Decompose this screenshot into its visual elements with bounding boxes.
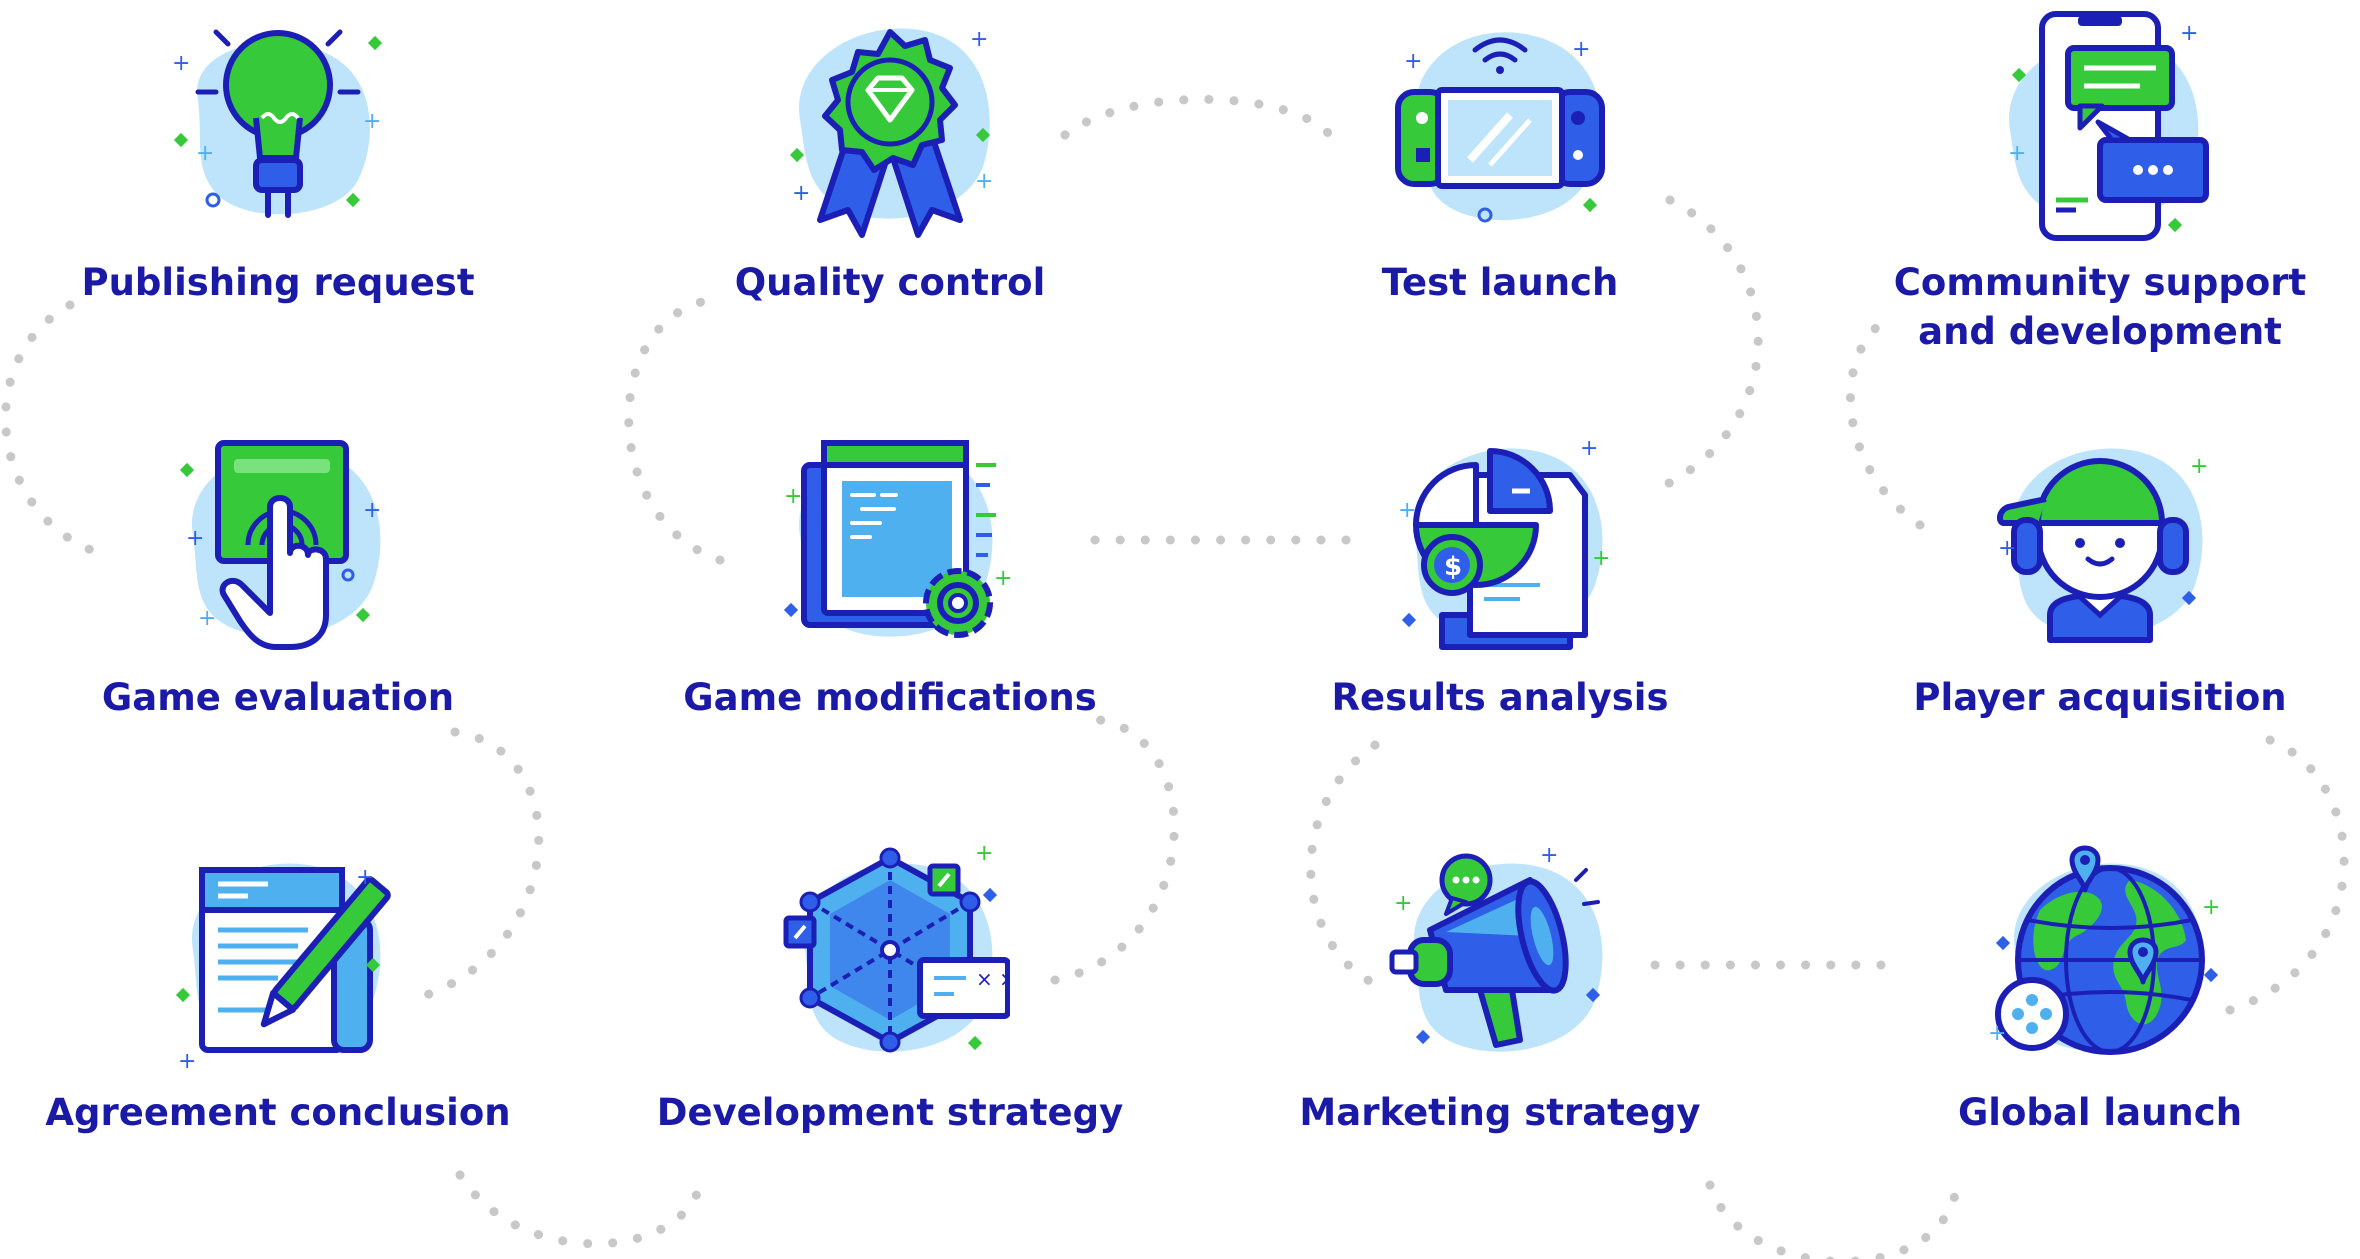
svg-text:+: + [363, 498, 381, 523]
connector-agreement-to-development [455, 1170, 705, 1249]
globe-pins-icon: + + [1988, 845, 2220, 1055]
step-label: Community support and development [1893, 261, 2307, 353]
svg-text:+: + [784, 484, 802, 509]
contract-pen-icon: + + [175, 863, 391, 1074]
megaphone-icon: + + [1389, 843, 1603, 1052]
step-marketing-strategy: + + Marketing strategy [1200, 840, 1800, 1137]
svg-text:+: + [792, 181, 810, 206]
step-game-modifications: + + Game modifications [590, 425, 1190, 722]
handheld-console-icon: + + [1395, 32, 1605, 223]
connector-publishing-to-evaluation [1, 300, 110, 560]
step-label: Test launch [1381, 261, 1619, 304]
connector-global-loop [1705, 1180, 1960, 1259]
step-publishing-request: + + + Publishing request [0, 10, 578, 307]
step-player-acquisition: + + Player acquisition [1800, 425, 2360, 722]
lightbulb-icon: + + + [172, 29, 383, 218]
svg-text:+: + [1404, 49, 1422, 74]
svg-text:+: + [1540, 843, 1558, 868]
svg-text:+: + [356, 865, 374, 890]
svg-text:+: + [1998, 536, 2016, 561]
step-label: Publishing request [81, 261, 475, 304]
svg-text:+: + [1988, 1021, 2006, 1046]
step-label: Quality control [734, 261, 1046, 304]
code-window-gear-icon: + + [783, 440, 1010, 638]
connector-modifications-to-quality [624, 295, 725, 565]
step-label: Results analysis [1331, 676, 1669, 719]
svg-text:+: + [2202, 895, 2220, 920]
step-game-evaluation: + + + Game evaluation [0, 425, 578, 722]
award-ribbon-icon: + + + [789, 27, 993, 238]
svg-text:+: + [198, 606, 216, 631]
svg-text:+: + [994, 566, 1010, 591]
step-quality-control: + + + Quality control [590, 10, 1190, 307]
step-development-strategy: × × + Development strategy [590, 840, 1190, 1137]
step-results-analysis: $ + + + Results analysis [1200, 425, 1800, 722]
svg-text:+: + [1398, 498, 1416, 523]
svg-text:+: + [1592, 546, 1610, 571]
step-agreement-conclusion: + + Agreement conclusion [0, 840, 578, 1137]
svg-text:+: + [2190, 454, 2208, 479]
step-community-support: + + Community support and development [1800, 10, 2360, 356]
svg-text:+: + [1572, 37, 1590, 62]
connector-test-to-results [1650, 195, 1763, 495]
step-label: Game modifications [683, 676, 1097, 719]
svg-text:+: + [363, 109, 381, 134]
network-hexagon-icon: × × + [783, 841, 1010, 1053]
step-label: Agreement conclusion [45, 1091, 511, 1134]
step-label: Marketing strategy [1299, 1091, 1701, 1134]
svg-text:+: + [186, 526, 204, 551]
svg-text:+: + [178, 1049, 196, 1074]
step-label: Development strategy [656, 1091, 1124, 1134]
step-label: Player acquisition [1913, 676, 2287, 719]
svg-text:+: + [2180, 21, 2198, 46]
pie-chart-report-icon: $ + + + [1398, 436, 1610, 650]
svg-text:+: + [172, 51, 190, 76]
step-test-launch: + + Test launch [1200, 10, 1800, 307]
connector-evaluation-to-agreement [405, 727, 544, 1005]
smartphone-chat-icon: + + [2008, 11, 2209, 241]
svg-text:+: + [2008, 141, 2026, 166]
svg-text:+: + [970, 27, 988, 52]
svg-text:$: $ [1444, 552, 1462, 582]
svg-text:+: + [1394, 891, 1412, 916]
player-headphones-icon: + + [1996, 448, 2208, 643]
svg-text:× ×: × × [976, 967, 1010, 991]
svg-text:+: + [975, 841, 993, 866]
svg-text:+: + [196, 141, 214, 166]
svg-text:+: + [1580, 436, 1598, 461]
svg-text:+: + [975, 169, 993, 194]
touch-screen-icon: + + + [179, 440, 381, 650]
step-global-launch: + + Global launch [1800, 840, 2360, 1137]
step-label: Global launch [1957, 1091, 2243, 1134]
connector-quality-to-test [1060, 94, 1335, 140]
step-label: Game evaluation [101, 676, 455, 719]
